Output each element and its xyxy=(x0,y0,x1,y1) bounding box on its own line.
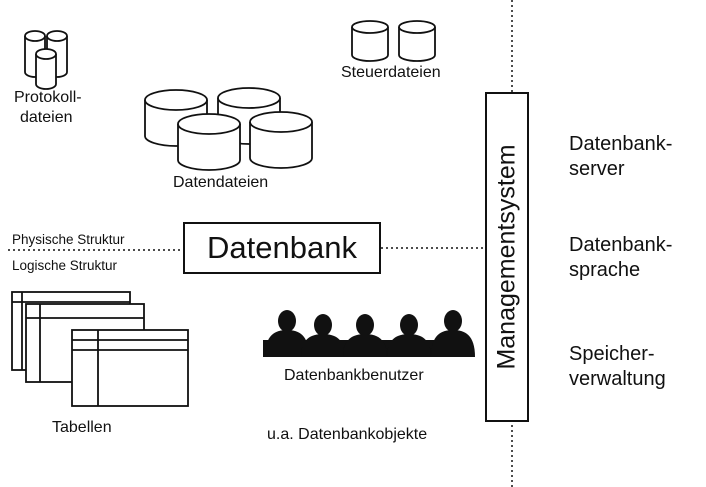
daten-cylinders-icon xyxy=(144,87,313,171)
steuer-cylinders-icon xyxy=(351,20,436,62)
tables-stack-icon xyxy=(11,291,189,407)
users-silhouette-icon xyxy=(263,310,475,357)
right-item-server: Datenbank- server xyxy=(569,132,672,182)
right-item-sprache: Datenbank- sprache xyxy=(569,233,672,283)
right-item-speicher-line1: Speicher- xyxy=(569,343,655,365)
right-item-speicher: Speicher- verwaltung xyxy=(569,342,666,392)
managementsystem-box: Managementsystem xyxy=(485,92,529,422)
right-item-sprache-line2: sprache xyxy=(569,259,641,281)
datenbankobjekte-label: u.a. Datenbankobjekte xyxy=(267,426,428,443)
datenbank-label: Datenbank xyxy=(207,230,357,265)
datenbankbenutzer-label: Datenbankbenutzer xyxy=(284,367,424,384)
protokoll-cylinders-icon xyxy=(24,30,68,90)
steuerdateien-label: Steuerdateien xyxy=(341,64,441,81)
managementsystem-label: Managementsystem xyxy=(492,144,521,370)
logische-struktur-label: Logische Struktur xyxy=(12,258,118,273)
physische-struktur-label: Physische Struktur xyxy=(12,232,125,247)
protokolldateien-line1: Protokoll- xyxy=(14,89,82,106)
right-item-server-line1: Datenbank- xyxy=(569,133,673,155)
right-item-server-line2: server xyxy=(569,158,625,180)
right-item-sprache-line1: Datenbank- xyxy=(569,234,673,256)
datenbank-box: Datenbank xyxy=(183,222,381,274)
datendateien-label: Datendateien xyxy=(173,174,269,191)
protokolldateien-label: Protokoll- dateien xyxy=(14,88,82,128)
protokolldateien-line2: dateien xyxy=(20,109,73,126)
right-item-speicher-line2: verwaltung xyxy=(569,368,666,390)
tabellen-label: Tabellen xyxy=(52,419,112,436)
